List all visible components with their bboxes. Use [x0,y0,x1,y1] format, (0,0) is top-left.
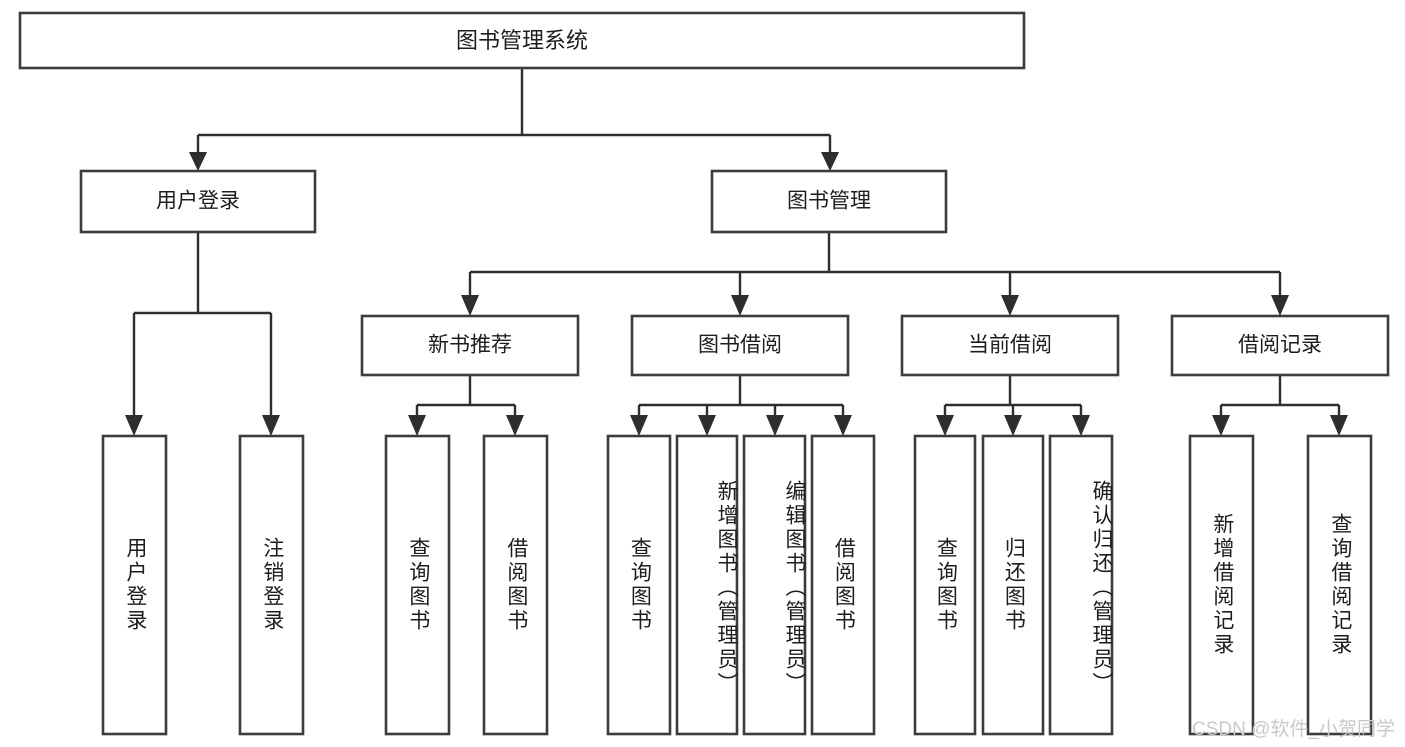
node-leaf-add-record-box[interactable] [1188,434,1255,736]
csdn-watermark: CSDN @软件_小贺同学 [1192,719,1395,740]
node-new-book-rec-box[interactable] [360,314,580,377]
arrow-head-leaf-user-logout [262,415,280,436]
arrow-head-book-manage [821,152,839,171]
node-book-manage-box[interactable] [710,169,948,234]
node-leaf-borrow-book-1-box[interactable] [482,434,549,736]
arrow-head-leaf-user-login [125,415,143,436]
connector-book-borrow-bus [637,375,845,418]
arrow-head-current-borrow [1001,295,1019,316]
node-leaf-return-book-box[interactable] [981,434,1045,736]
arrow-head-leaf-add-record [1212,415,1230,436]
arrow-head-new-book-rec [461,295,479,316]
node-current-borrow[interactable]: 当前借阅 [900,314,1120,377]
arrow-head-leaf-query-book-1 [408,415,426,436]
arrow-head-leaf-confirm-return [1072,415,1090,436]
arrow-head-leaf-add-book [698,415,716,436]
arrow-head-leaf-query-book-2 [630,415,648,436]
connector-new-book-rec-bus [415,375,517,418]
node-current-borrow-box[interactable] [900,314,1120,377]
node-leaf-user-logout-box[interactable] [238,434,305,736]
arrow-head-user-login [189,152,207,171]
node-new-book-rec[interactable]: 新书推荐 [360,314,580,377]
arrow-head-leaf-query-record [1330,415,1348,436]
arrow-head-leaf-query-book-3 [936,415,954,436]
node-borrow-record-label: 借阅记录 [1238,334,1322,357]
node-leaf-query-book-3-box[interactable] [913,434,977,736]
node-current-borrow-label: 当前借阅 [968,334,1052,357]
node-root-box[interactable] [18,11,1026,70]
node-new-book-rec-label: 新书推荐 [428,334,512,357]
arrow-head-leaf-borrow-book-2 [834,415,852,436]
node-user-login[interactable]: 用户登录 [79,169,317,234]
node-leaf-query-book-2-box[interactable] [606,434,672,736]
arrow-head-leaf-return-book [1004,415,1022,436]
arrow-head-borrow-record [1271,295,1289,316]
connector-book-manage-bus [468,232,1282,298]
node-book-manage[interactable]: 图书管理 [710,169,948,234]
node-book-manage-label: 图书管理 [787,190,871,213]
node-leaf-borrow-book-2-box[interactable] [810,434,876,736]
node-leaf-edit-book-box[interactable] [742,434,807,736]
node-book-borrow-box[interactable] [630,314,850,377]
connector-current-borrow-bus [943,375,1083,418]
node-leaf-confirm-return-box[interactable] [1048,434,1114,736]
node-root-label: 图书管理系统 [456,28,588,53]
node-book-borrow[interactable]: 图书借阅 [630,314,850,377]
connector-root-to-level2 [196,68,832,155]
node-user-login-label: 用户登录 [156,190,240,213]
node-borrow-record-box[interactable] [1170,314,1390,377]
connector-user-login-bus [132,232,273,418]
node-user-login-box[interactable] [79,169,317,234]
leaf-box-group [101,434,1373,736]
node-root[interactable]: 图书管理系统 [18,11,1026,70]
node-leaf-query-record-box[interactable] [1306,434,1373,736]
node-borrow-record[interactable]: 借阅记录 [1170,314,1390,377]
node-leaf-query-book-1-box[interactable] [384,434,451,736]
arrow-head-leaf-borrow-book-1 [506,415,524,436]
node-leaf-user-login-box[interactable] [101,434,168,736]
arrow-head-book-borrow [731,295,749,316]
arrow-head-leaf-edit-book [766,415,784,436]
node-book-borrow-label: 图书借阅 [698,334,782,357]
connector-group [125,68,1348,436]
connector-borrow-record-bus [1219,375,1341,418]
node-leaf-add-book-box[interactable] [675,434,739,736]
